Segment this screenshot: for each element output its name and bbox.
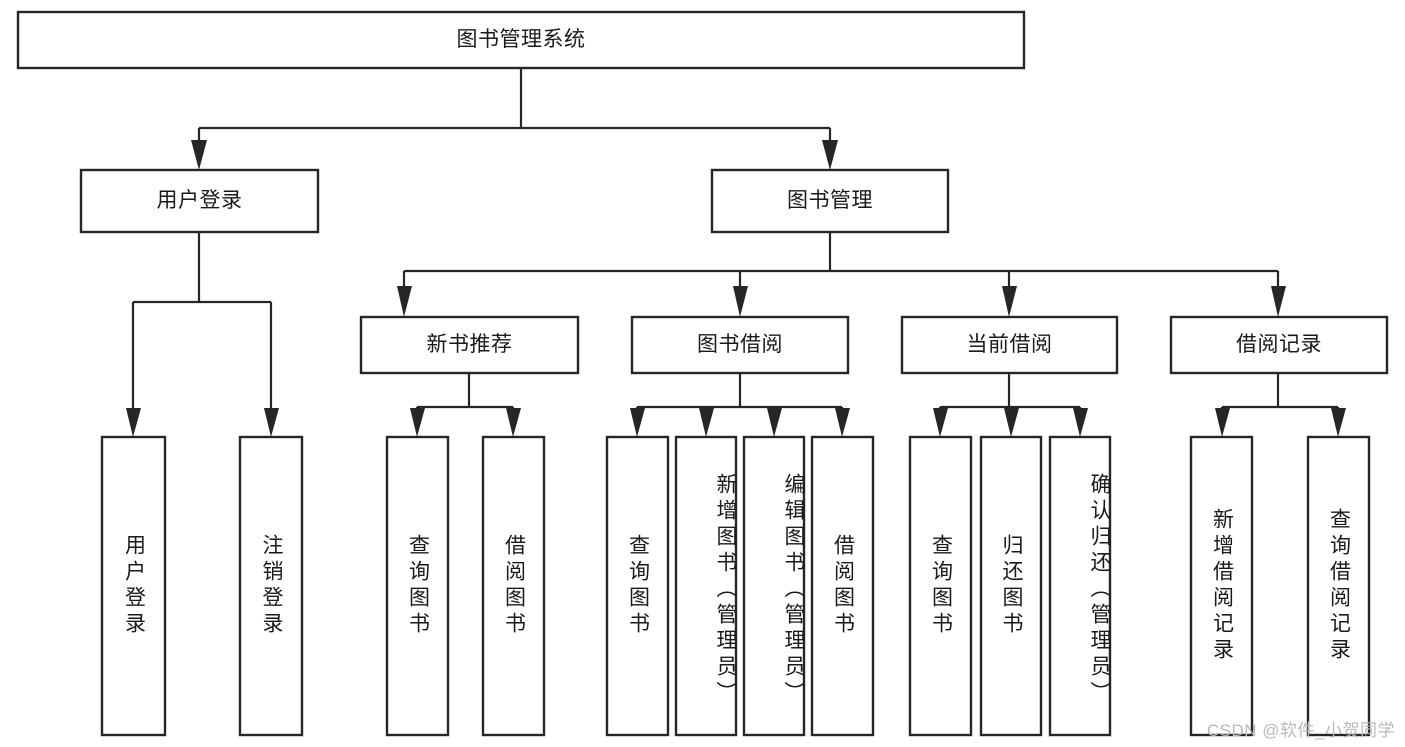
arrowhead-leaf-logout <box>264 408 279 437</box>
arrowhead-leaf-query-record <box>1331 408 1346 437</box>
arrowhead-leaf-query-book-1 <box>410 408 425 437</box>
arrowhead-to-book-manage <box>822 140 838 170</box>
arrowhead-leaf-add-record <box>1215 408 1230 437</box>
arrowhead-to-book-borrow <box>733 286 748 317</box>
leaf-box-query-book-2[interactable] <box>605 435 670 737</box>
node-root[interactable] <box>16 10 1026 70</box>
arrowhead-leaf-return-book <box>1004 408 1019 437</box>
arrowhead-leaf-confirm-return <box>1073 408 1088 437</box>
node-book-borrow[interactable] <box>630 315 850 375</box>
leaf-box-logout[interactable] <box>238 435 304 737</box>
arrowhead-to-user-login <box>191 140 207 170</box>
arrowhead-leaf-query-book-3 <box>933 408 948 437</box>
leaf-box-return-book[interactable] <box>979 435 1043 737</box>
node-user-login[interactable] <box>79 168 320 234</box>
leaf-box-user-login[interactable] <box>100 435 167 737</box>
node-borrow-record[interactable] <box>1169 315 1389 375</box>
arrowhead-to-new-book-rec <box>397 286 412 317</box>
arrowhead-leaf-borrow-book-2 <box>835 408 850 437</box>
csdn-watermark: CSDN @软件_小贺同学 <box>1206 721 1395 740</box>
arrowhead-leaf-borrow-book-1 <box>506 408 521 437</box>
node-new-book-recommend[interactable] <box>359 315 580 375</box>
leaf-box-confirm-return[interactable] <box>1048 435 1112 737</box>
leaf-box-query-record[interactable] <box>1306 435 1371 737</box>
leaf-box-add-book[interactable] <box>674 435 738 737</box>
node-current-borrow[interactable] <box>900 315 1119 375</box>
node-book-manage[interactable] <box>710 168 950 234</box>
arrowhead-to-current-borrow <box>1002 286 1017 317</box>
leaf-box-query-book-3[interactable] <box>908 435 973 737</box>
arrowhead-leaf-user-login <box>126 408 141 437</box>
arrowhead-leaf-query-book-2 <box>630 408 645 437</box>
leaf-box-borrow-book-1[interactable] <box>481 435 546 737</box>
arrowhead-to-borrow-record <box>1271 286 1286 317</box>
leaf-box-edit-book[interactable] <box>742 435 806 737</box>
leaf-box-borrow-book-2[interactable] <box>810 435 875 737</box>
leaf-box-query-book-1[interactable] <box>385 435 450 737</box>
arrowhead-leaf-edit-book <box>767 408 782 437</box>
arrowhead-leaf-add-book <box>699 408 714 437</box>
leaf-box-add-record[interactable] <box>1189 435 1254 737</box>
